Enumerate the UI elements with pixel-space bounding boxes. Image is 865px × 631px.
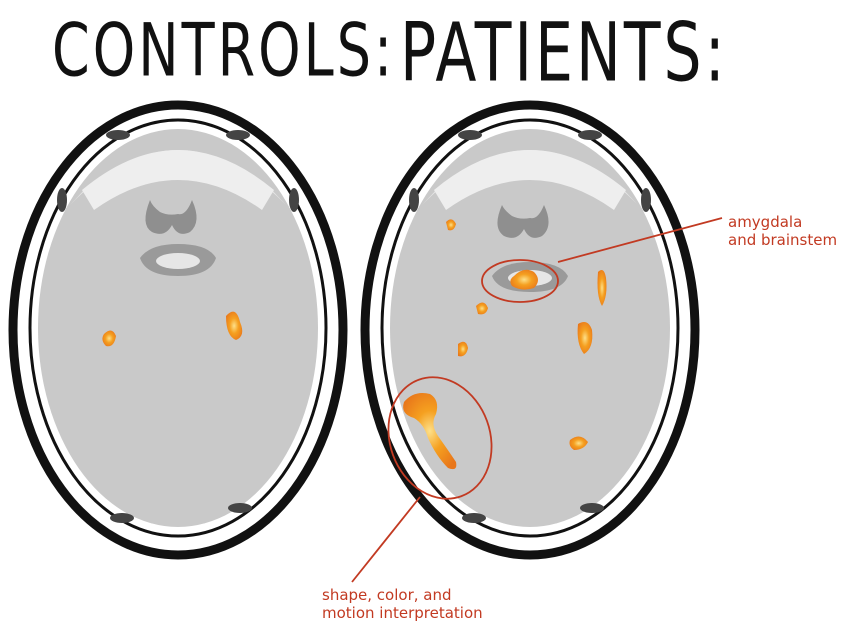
visual-annotation-line2: motion interpretation xyxy=(322,604,483,622)
controls-brain-scan xyxy=(13,105,343,555)
visual-leader-line xyxy=(352,497,420,582)
visual-annotation-line1: shape, color, and xyxy=(322,586,483,604)
amygdala-annotation-line2: and brainstem xyxy=(728,231,837,249)
amygdala-annotation-line1: amygdala xyxy=(728,213,837,231)
visual-annotation: shape, color, and motion interpretation xyxy=(322,586,483,622)
controls-brain-tissue xyxy=(38,129,318,527)
patients-brain-scan xyxy=(365,105,695,555)
amygdala-annotation: amygdala and brainstem xyxy=(728,213,837,249)
patients-brain-tissue xyxy=(390,129,670,527)
